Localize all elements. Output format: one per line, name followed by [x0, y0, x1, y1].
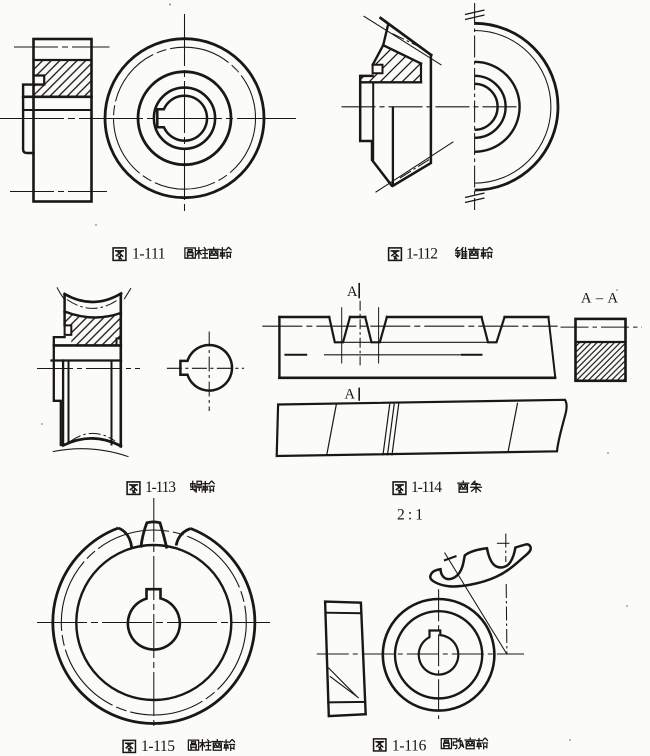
- svg-text:1-115: 1-115: [141, 738, 175, 755]
- svg-text:A – A: A – A: [581, 291, 619, 307]
- svg-text:1-116: 1-116: [392, 737, 427, 754]
- svg-text:1-113: 1-113: [145, 479, 176, 496]
- svg-text:2 : 1: 2 : 1: [397, 507, 423, 524]
- svg-text:1-112: 1-112: [406, 245, 438, 262]
- svg-text:A: A: [347, 284, 358, 300]
- svg-text:1-114: 1-114: [411, 479, 442, 496]
- svg-text:1-111: 1-111: [132, 246, 166, 263]
- svg-text:A: A: [345, 387, 356, 403]
